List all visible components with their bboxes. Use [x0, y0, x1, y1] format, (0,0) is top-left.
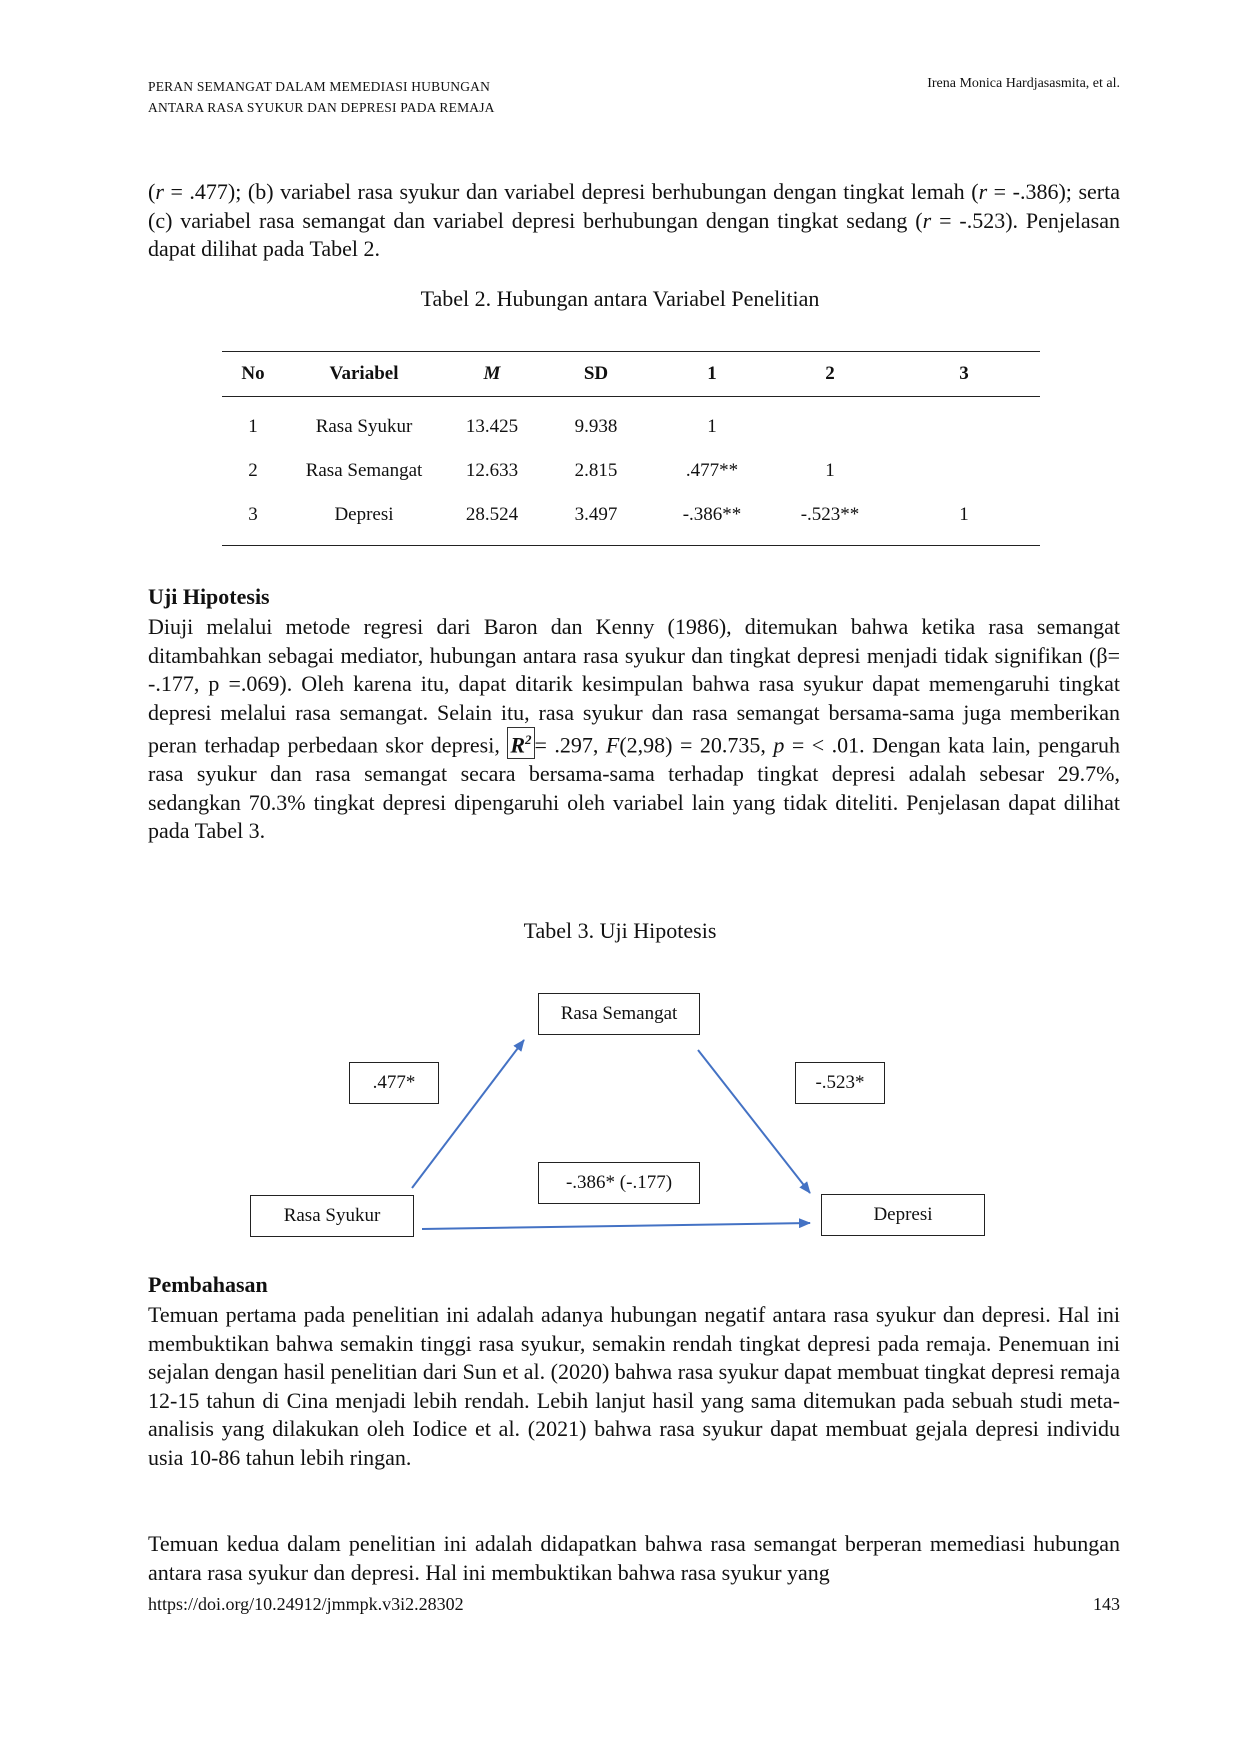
column-header-3: 3 [888, 351, 1040, 397]
table-cell: -.386** [652, 493, 772, 546]
pembahasan-paragraph-2: Temuan kedua dalam penelitian ini adalah… [148, 1531, 1120, 1585]
table-row: 1 Rasa Syukur 13.425 9.938 1 [222, 397, 1040, 450]
running-header-authors: Irena Monica Hardjasasmita, et al. [927, 76, 1120, 91]
intro-text-2: = -.386); serta (c) variabel rasa semang… [148, 179, 1121, 233]
footer-page-number: 143 [1093, 1594, 1120, 1614]
f-symbol: F [605, 732, 620, 758]
running-header-line1: PERAN SEMANGAT DALAM MEMEDIASI HUBUNGAN [148, 79, 491, 94]
uji-paragraph: Diuji melalui metode regresi dari Baron … [148, 613, 1120, 846]
node-rasa-semangat: Rasa Semangat [538, 993, 700, 1035]
table-cell: -.523** [772, 493, 888, 546]
path-c-arrow [421, 1218, 811, 1230]
table-cell: 3.497 [540, 493, 652, 546]
table-cell: Depresi [284, 493, 444, 546]
table-cell: .477** [685, 460, 739, 481]
column-header-sd: SD [540, 351, 652, 397]
path-b-coefficient-box: -.523* [795, 1062, 885, 1104]
intro-text-1: = .477); (b) variabel rasa syukur dan va… [163, 179, 979, 204]
table-row: 2 Rasa Semangat 12.633 2.815 .477** 1 [222, 449, 1040, 493]
intro-paragraph: (r = .477); (b) variabel rasa syukur dan… [148, 179, 1121, 262]
column-header-variabel: Variabel [284, 351, 444, 397]
table-cell: 1 [707, 416, 717, 437]
table-row: 3 Depresi 28.524 3.497 -.386** -.523** 1 [222, 493, 1040, 546]
table-cell: 13.425 [465, 416, 519, 437]
intro-text-3: = -.523). Penjelasan dapat dilihat pada … [148, 207, 1121, 262]
section-heading-uji-hipotesis: Uji Hipotesis [148, 584, 270, 609]
r-symbol: r [922, 207, 932, 233]
table-cell: 1 [825, 460, 835, 481]
section-heading-pembahasan: Pembahasan [148, 1272, 268, 1297]
table-cell: 9.938 [574, 416, 618, 437]
table-cell: 2 [248, 460, 258, 481]
column-header-mean: M [444, 351, 540, 397]
running-header-line2: ANTARA RASA SYUKUR DAN DEPRESI PADA REMA… [148, 100, 495, 115]
uji-text-a: Diuji melalui metode regresi dari Baron … [148, 614, 1120, 758]
correlation-table: No Variabel M SD 1 2 3 1 Rasa Syukur 13.… [222, 351, 1040, 546]
node-depresi: Depresi [821, 1194, 985, 1236]
path-b-arrow [697, 1049, 811, 1194]
p-symbol: p [773, 732, 785, 758]
r-symbol: r [978, 179, 988, 204]
pembahasan-paragraph-1: Temuan pertama pada penelitian ini adala… [148, 1302, 1120, 1470]
table2-caption: Tabel 2. Hubungan antara Variabel Peneli… [420, 286, 820, 311]
uji-text-b: = .297, [534, 732, 606, 758]
column-header-no: No [222, 351, 284, 397]
path-a-coefficient-box: .477* [349, 1062, 439, 1104]
running-header-title: PERAN SEMANGAT DALAM MEMEDIASI HUBUNGAN … [148, 76, 495, 118]
table-header-row: No Variabel M SD 1 2 3 [222, 351, 1040, 397]
table-cell: 2.815 [574, 460, 618, 481]
path-a-arrow [411, 1039, 525, 1189]
node-rasa-syukur: Rasa Syukur [250, 1195, 414, 1237]
path-c-coefficient-box: -.386* (-.177) [538, 1162, 700, 1204]
uji-text-d: = < .01. Dengan kata lain, pengaruh rasa… [148, 732, 1121, 844]
column-header-1: 1 [652, 351, 772, 397]
table-cell: 12.633 [465, 460, 519, 481]
table-cell: Rasa Semangat [305, 460, 423, 481]
table-cell: 3 [222, 493, 284, 546]
table-cell: 1 [888, 493, 1040, 546]
table3-caption: Tabel 3. Uji Hipotesis [523, 918, 717, 943]
table-cell: 28.524 [444, 493, 540, 546]
table-cell: 1 [248, 416, 258, 437]
table-cell: Rasa Syukur [315, 416, 413, 437]
r-squared-symbol: R2 [507, 727, 535, 759]
footer-doi: https://doi.org/10.24912/jmmpk.v3i2.2830… [148, 1594, 464, 1614]
column-header-2: 2 [772, 351, 888, 397]
r-symbol: r [155, 179, 164, 204]
uji-text-c: (2,98) = 20.735, [619, 732, 774, 758]
